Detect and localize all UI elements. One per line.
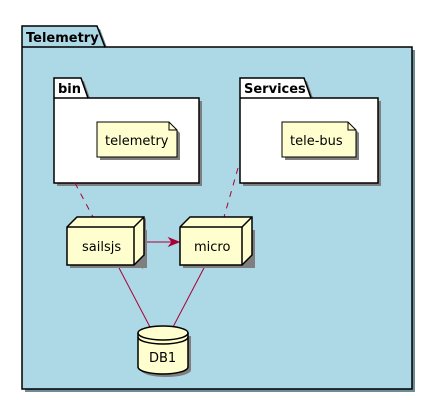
- services-folder: Services tele-bus: [239, 77, 381, 186]
- telemetry-note-label: telemetry: [105, 134, 169, 149]
- telemetry-package-title: Telemetry: [26, 31, 99, 46]
- services-to-micro-link: [223, 167, 239, 218]
- bin-folder-title: bin: [58, 82, 81, 97]
- bin-folder: bin telemetry: [53, 77, 202, 186]
- micro-node-label: micro: [194, 240, 230, 255]
- micro-to-db1-link: [172, 265, 206, 328]
- telemetry-note: telemetry: [96, 121, 180, 160]
- sailsjs-node: sailsjs: [66, 216, 147, 269]
- telemetry-note-shape: [96, 121, 178, 158]
- sailsjs-node-label: sailsjs: [82, 240, 121, 255]
- sailsjs-to-db1-link: [117, 265, 151, 328]
- tele-bus-note-shape: [281, 121, 357, 158]
- sailsjs-node-shape: [66, 216, 145, 266]
- micro-node: micro: [179, 216, 255, 268]
- tele-bus-note-label: tele-bus: [290, 134, 343, 149]
- tele-bus-note: tele-bus: [281, 121, 359, 160]
- db1-database: DB1: [137, 325, 191, 377]
- db1-database-shape: [137, 325, 189, 375]
- services-folder-title: Services: [244, 82, 306, 97]
- sailsjs-to-micro-arrow: [147, 236, 181, 248]
- db1-database-label: DB1: [149, 351, 176, 366]
- micro-node-shape: [179, 216, 253, 266]
